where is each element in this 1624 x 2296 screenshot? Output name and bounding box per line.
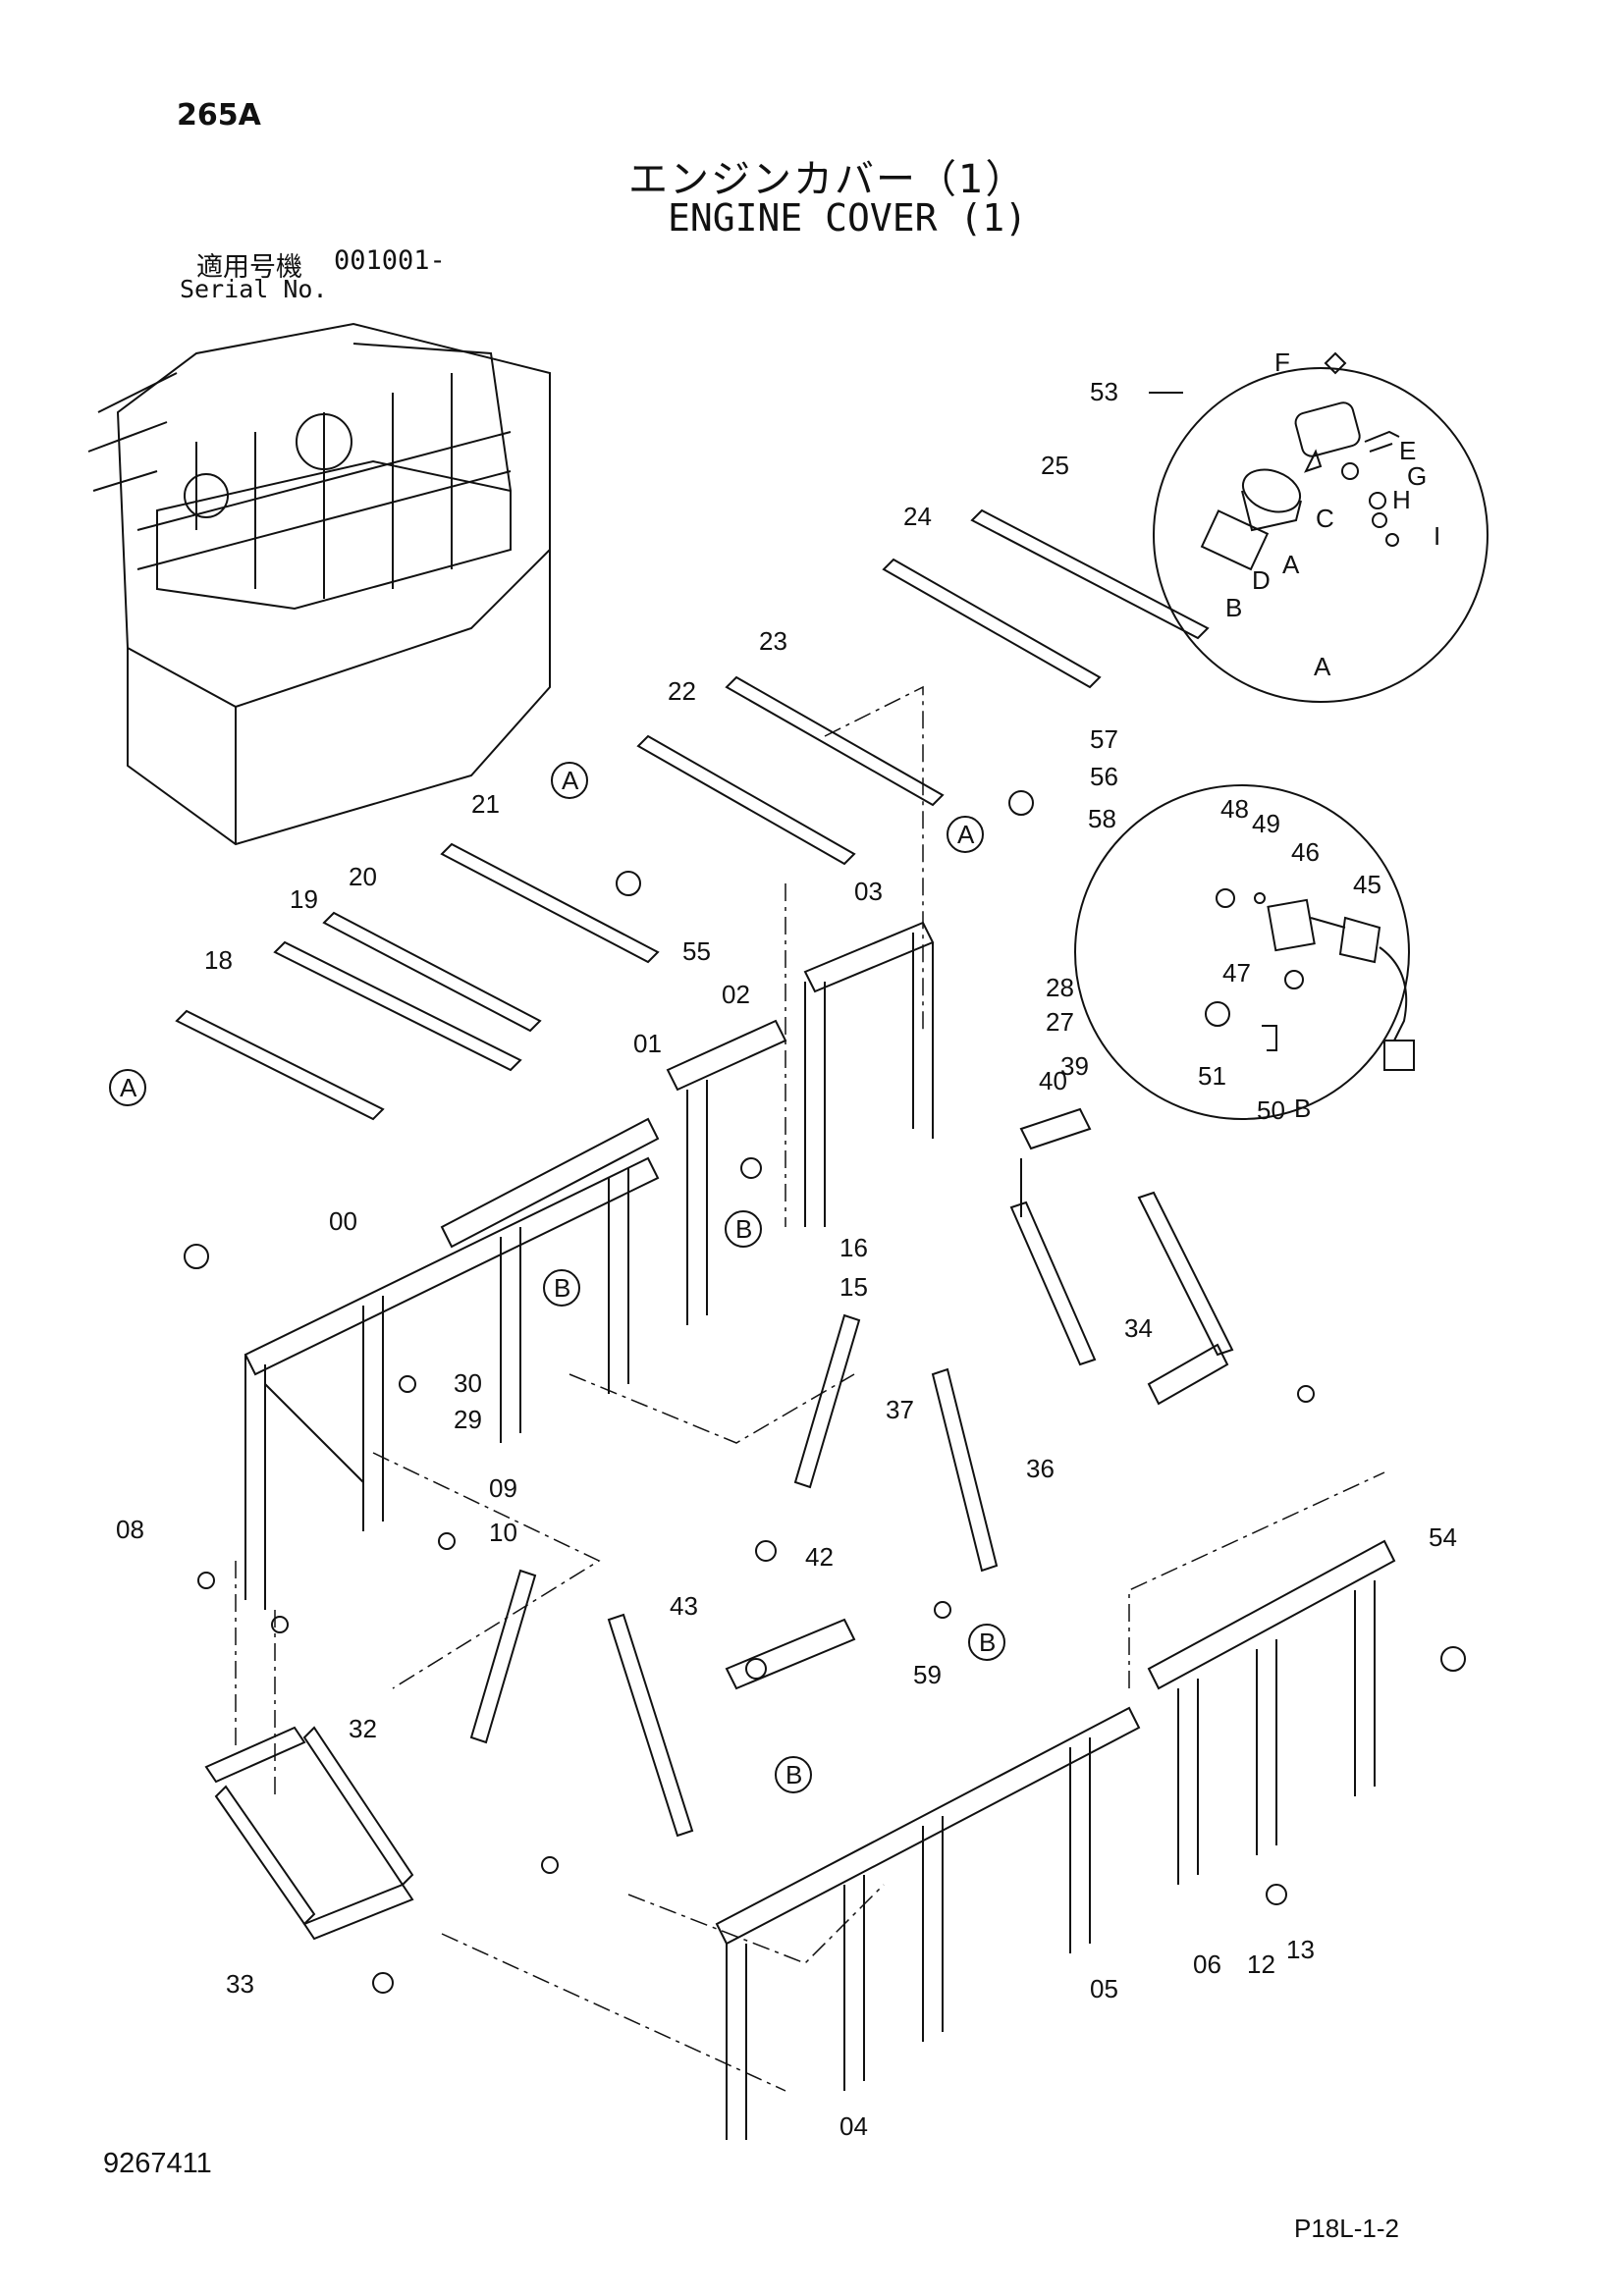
detail-a-part-c: C <box>1316 504 1334 533</box>
detail-a-part-g: G <box>1407 461 1427 491</box>
detail-letters: A B C D E F GHI A B A A A B B B B <box>109 347 1440 1793</box>
callout-20: 20 <box>349 862 377 891</box>
reference-marker-a: A <box>957 820 975 849</box>
callout-25: 25 <box>1041 451 1069 480</box>
callout-28: 28 <box>1046 973 1074 1002</box>
callout-57: 57 <box>1090 724 1118 754</box>
callout-56: 56 <box>1090 762 1118 791</box>
roof-members <box>175 508 1210 1121</box>
callout-00: 00 <box>329 1206 357 1236</box>
callout-58: 58 <box>1088 804 1116 833</box>
callout-27: 27 <box>1046 1007 1074 1037</box>
serial-label-english: Serial No. <box>180 275 328 303</box>
reference-marker-b: B <box>554 1273 570 1303</box>
callout-23: 23 <box>759 626 787 656</box>
callout-19: 19 <box>290 884 318 914</box>
detail-a-part-a: A <box>1282 550 1300 579</box>
reference-marker-a: A <box>120 1073 137 1102</box>
callout-34: 34 <box>1124 1313 1153 1343</box>
callout-48: 48 <box>1220 794 1249 824</box>
detail-a-part-b: B <box>1225 593 1242 622</box>
reference-marker-a-circle <box>947 816 984 853</box>
callout-39: 39 <box>1060 1051 1089 1081</box>
reference-marker-a-circle <box>551 762 588 799</box>
callout-09: 09 <box>489 1473 517 1503</box>
detail-a-part-i: I <box>1434 521 1440 551</box>
callout-40: 40 <box>1039 1066 1067 1095</box>
document-number: 9267411 <box>103 2148 212 2179</box>
callout-50: 50 <box>1257 1095 1285 1125</box>
callout-51: 51 <box>1198 1061 1226 1091</box>
callout-05: 05 <box>1090 1974 1118 2003</box>
callout-45: 45 <box>1353 870 1381 899</box>
detail-b-circle <box>1074 784 1410 1120</box>
reference-marker-b: B <box>735 1214 752 1244</box>
callout-01: 01 <box>633 1029 662 1058</box>
detail-a-part-d: D <box>1252 565 1271 595</box>
callout-49: 49 <box>1252 809 1280 838</box>
callout-numbers: 00 01 02 03 04 05 06 08 09 10 12 13 15 16 18 19 20 21 22 23… <box>116 377 1457 2141</box>
reference-marker-b-circle <box>725 1210 762 1248</box>
detail-a-part-f: F <box>1274 347 1290 377</box>
reference-marker-b-circle <box>775 1756 812 1793</box>
serial-value: 001001- <box>334 245 446 276</box>
frame-00 <box>244 1117 660 1610</box>
callout-53: 53 <box>1090 377 1118 406</box>
callout-15: 15 <box>839 1272 868 1302</box>
serial-label-japanese: 適用号機 <box>196 252 302 283</box>
callout-43: 43 <box>670 1591 698 1621</box>
reference-marker-a: A <box>562 766 579 795</box>
callout-16: 16 <box>839 1233 868 1262</box>
callout-21: 21 <box>471 789 500 819</box>
overview-machine-sketch <box>87 322 551 846</box>
detail-label-a: A <box>1314 652 1331 681</box>
callout-33: 33 <box>226 1969 254 1999</box>
callout-24: 24 <box>903 502 932 531</box>
frame-04-05-06 <box>715 1539 1396 2140</box>
page-code: 265A <box>177 98 261 133</box>
callout-06: 06 <box>1193 1949 1221 1979</box>
reference-marker-a-circle <box>109 1069 146 1106</box>
fasteners <box>184 790 1466 1994</box>
callout-13: 13 <box>1286 1935 1315 1964</box>
reference-marker-b-circle <box>968 1624 1005 1661</box>
reference-marker-b-circle <box>543 1269 580 1307</box>
callout-12: 12 <box>1247 1949 1275 1979</box>
detail-a-part-e: E <box>1399 436 1416 465</box>
reference-marker-b: B <box>785 1760 802 1789</box>
callout-46: 46 <box>1291 837 1320 867</box>
title-japanese: エンジンカバー（1） <box>628 157 1027 202</box>
callout-30: 30 <box>454 1368 482 1398</box>
callout-32: 32 <box>349 1714 377 1743</box>
callout-36: 36 <box>1026 1454 1055 1483</box>
callout-04: 04 <box>839 2111 868 2141</box>
callout-02: 02 <box>722 980 750 1009</box>
callout-42: 42 <box>805 1542 834 1572</box>
detail-a-circle <box>1153 367 1489 703</box>
callout-18: 18 <box>204 945 233 975</box>
callout-10: 10 <box>489 1518 517 1547</box>
callout-03: 03 <box>854 877 883 906</box>
callout-29: 29 <box>454 1405 482 1434</box>
detail-label-b: B <box>1294 1094 1311 1123</box>
callout-59: 59 <box>913 1660 942 1689</box>
page-reference: P18L-1-2 <box>1294 2214 1399 2243</box>
callout-54: 54 <box>1429 1522 1457 1552</box>
frame-03 <box>803 921 935 1227</box>
callout-08: 08 <box>116 1515 144 1544</box>
detail-a-part-h: H <box>1392 485 1411 514</box>
callout-55: 55 <box>682 936 711 966</box>
callout-47: 47 <box>1222 958 1251 988</box>
callout-37: 37 <box>886 1395 914 1424</box>
title-english: ENGINE COVER (1) <box>668 196 1028 240</box>
reference-marker-b: B <box>979 1628 996 1657</box>
callout-22: 22 <box>668 676 696 706</box>
